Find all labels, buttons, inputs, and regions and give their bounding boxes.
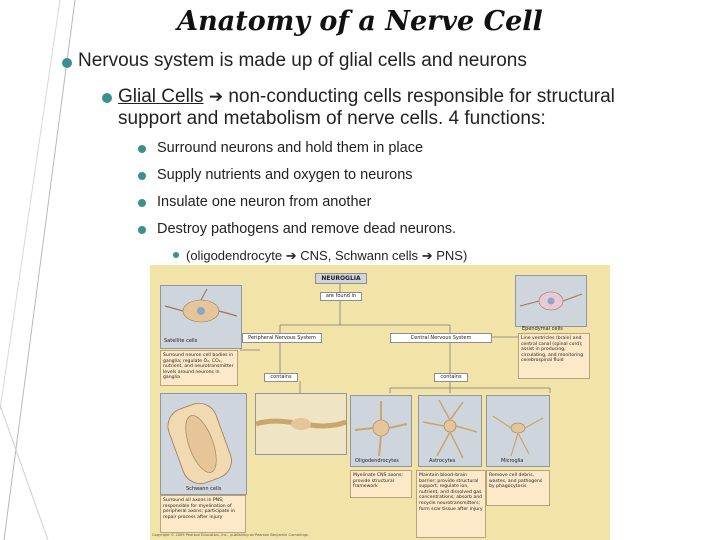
oligodendrocyte-panel: Oligodendrocytes <box>350 395 412 467</box>
sub-bullet-part: (oligodendrocyte <box>186 248 283 263</box>
arrow-right-icon: ➔ <box>208 87 224 106</box>
contains-right-label: contains <box>434 373 468 382</box>
sub-bullet-text: (oligodendrocyte ➔ CNS, Schwann cells ➔ … <box>186 248 467 264</box>
astrocyte-illustration <box>422 399 478 459</box>
ependymal-cells-name: Ependymal cells <box>522 326 563 332</box>
astrocytes-description: Maintain blood–brain barrier; provide st… <box>416 470 486 538</box>
glial-cells-definition: non-conducting cells responsible for str… <box>228 86 615 107</box>
neuroglia-diagram: NEUROGLIA are found in Peripheral Nervou… <box>150 265 610 540</box>
cns-box: Central Nervous System <box>390 333 492 343</box>
function-item: Insulate one neuron from another <box>157 194 372 210</box>
bullet-dot <box>62 58 72 68</box>
axon-illustration <box>255 418 347 430</box>
glial-cells-definition-cont: support and metabolism of nerve cells. 4… <box>118 108 546 129</box>
astrocytes-name: Astrocytes <box>429 458 456 464</box>
schwann-cells-description: Surround all axons in PNS; responsible f… <box>160 495 246 533</box>
diagram-connectors <box>240 281 551 393</box>
bullet-dot <box>138 172 146 180</box>
oligodendrocytes-name: Oligodendrocytes <box>355 458 399 464</box>
pns-box: Peripheral Nervous System <box>242 333 322 343</box>
bullet-dot <box>138 226 146 234</box>
axon-illustration-panel <box>255 393 347 455</box>
contains-left-label: contains <box>264 373 298 382</box>
bullet-level1-text: Nervous system is made up of glial cells… <box>78 50 527 71</box>
bullet-dot <box>173 252 179 258</box>
microglia-illustration <box>492 415 544 457</box>
ependymal-cells-description: Line ventricles (brain) and central cana… <box>518 333 590 379</box>
microglia-name: Microglia <box>501 458 524 464</box>
schwann-cell-illustration <box>167 402 232 484</box>
satellite-cell-panel: Satellite cells <box>160 285 242 349</box>
neuroglia-header: NEUROGLIA <box>315 273 367 284</box>
function-item: Surround neurons and hold them in place <box>157 140 424 156</box>
function-item: Supply nutrients and oxygen to neurons <box>157 167 413 183</box>
sub-bullet-part: CNS, Schwann cells <box>300 248 419 263</box>
microglia-description: Remove cell debris, wastes, and pathogen… <box>486 470 550 506</box>
bullet-dot <box>138 199 146 207</box>
arrow-right-icon: ➔ <box>421 248 433 263</box>
astrocyte-panel: Astrocytes <box>418 395 482 467</box>
sub-bullet-part: PNS) <box>436 248 468 263</box>
schwann-cells-name: Schwann cells <box>186 486 222 492</box>
bullet-dot <box>102 93 112 103</box>
bullet-level2-text: Glial Cells ➔ non-conducting cells respo… <box>118 86 718 130</box>
oligodendrocyte-illustration <box>354 401 408 457</box>
satellite-cell-illustration <box>164 288 238 323</box>
copyright-text: Copyright © 2009 Pearson Education, Inc.… <box>152 533 309 537</box>
function-item: Destroy pathogens and remove dead neuron… <box>157 221 457 237</box>
satellite-cells-name: Satellite cells <box>164 338 198 344</box>
slide-title: Anatomy of a Nerve Cell <box>177 6 543 37</box>
glial-cells-term: Glial Cells <box>118 86 204 107</box>
ependymal-cell-illustration <box>519 291 583 311</box>
found-in-label: are found in <box>320 292 362 301</box>
arrow-right-icon: ➔ <box>285 248 297 263</box>
oligodendrocytes-description: Myelinate CNS axons; provide structural … <box>350 470 412 498</box>
bullet-dot <box>138 145 146 153</box>
satellite-cells-description: Surround neuron cell bodies in ganglia; … <box>160 350 238 386</box>
schwann-cell-panel: Schwann cells <box>160 393 247 495</box>
ependymal-cell-panel <box>515 275 587 327</box>
microglia-panel: Microglia <box>486 395 550 467</box>
